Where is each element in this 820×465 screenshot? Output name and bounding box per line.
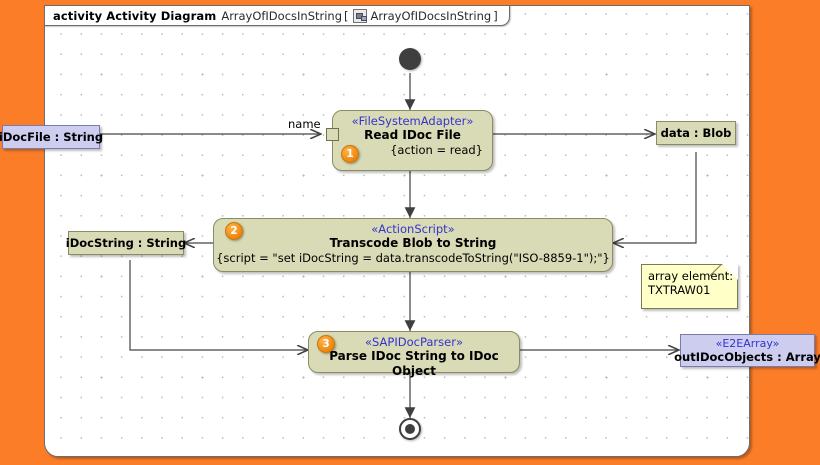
action1-stereotype: «FileSystemAdapter» — [351, 114, 474, 128]
pin-idocstring[interactable]: iDocString : String — [65, 231, 187, 255]
frame-diagram-kind: Activity Diagram — [106, 9, 217, 23]
pin-data-blob-label: data : Blob — [660, 126, 732, 140]
pin-idocfile-label: iDocFile : String — [0, 130, 104, 144]
pin-idocstring-label: iDocString : String — [65, 236, 187, 250]
action1-badge: 1 — [341, 145, 359, 163]
frame-bracket-close: ] — [493, 9, 498, 23]
action2-badge: 2 — [225, 222, 243, 240]
pin-name-square[interactable] — [326, 128, 339, 141]
action1-tagged-value: {action = read} — [390, 143, 483, 157]
note-line-2: TXTRAW01 — [648, 283, 711, 297]
frame-context-name: ArrayOfIDocsInString — [370, 9, 492, 23]
action3-stereotype: «SAPIDocParser» — [365, 335, 463, 349]
action-transcode-blob-to-string[interactable]: «ActionScript» Transcode Blob to String … — [213, 218, 613, 272]
action2-tagged-value: {script = "set iDocString = data.transco… — [216, 251, 610, 265]
action-read-idoc-file[interactable]: «FileSystemAdapter» Read IDoc File {acti… — [332, 110, 493, 171]
pin-name-label: name — [288, 117, 321, 131]
action2-stereotype: «ActionScript» — [371, 222, 455, 236]
action3-badge: 3 — [317, 335, 335, 353]
action-parse-idoc-string[interactable]: «SAPIDocParser» Parse IDoc String to IDo… — [308, 331, 520, 378]
action3-title: Parse IDoc String to IDoc Object — [329, 349, 499, 378]
pin-data-blob[interactable]: data : Blob — [656, 121, 736, 145]
note-line-1: array element: — [648, 269, 734, 283]
action2-title: Transcode Blob to String — [329, 236, 497, 250]
connector-layer — [96, 73, 697, 418]
note-fold-corner — [722, 264, 738, 280]
note-array-element[interactable]: array element: TXTRAW01 — [641, 264, 738, 309]
pin-out-idocobjects[interactable]: «E2EArray» outIDocObjects : Array — [674, 334, 820, 367]
frame-bracket-open: [ — [344, 9, 349, 23]
initial-node[interactable] — [399, 48, 421, 70]
frame-diagram-name: ArrayOfIDocsInString — [221, 9, 343, 23]
frame-keyword: activity — [53, 9, 103, 23]
pin-out-idocobjects-stereotype: «E2EArray» — [715, 337, 780, 350]
activity-final-node[interactable] — [399, 418, 421, 440]
action1-title: Read IDoc File — [364, 128, 461, 142]
pin-out-idocobjects-label: outIDocObjects : Array — [674, 350, 820, 364]
activity-class-icon — [352, 9, 367, 23]
diagram-frame-header: activity Activity Diagram ArrayOfIDocsIn… — [44, 5, 510, 26]
pin-idocfile[interactable]: iDocFile : String — [0, 125, 104, 149]
activity-diagram-frame: «FileSystemAdapter» Read IDoc File {acti… — [44, 5, 820, 457]
